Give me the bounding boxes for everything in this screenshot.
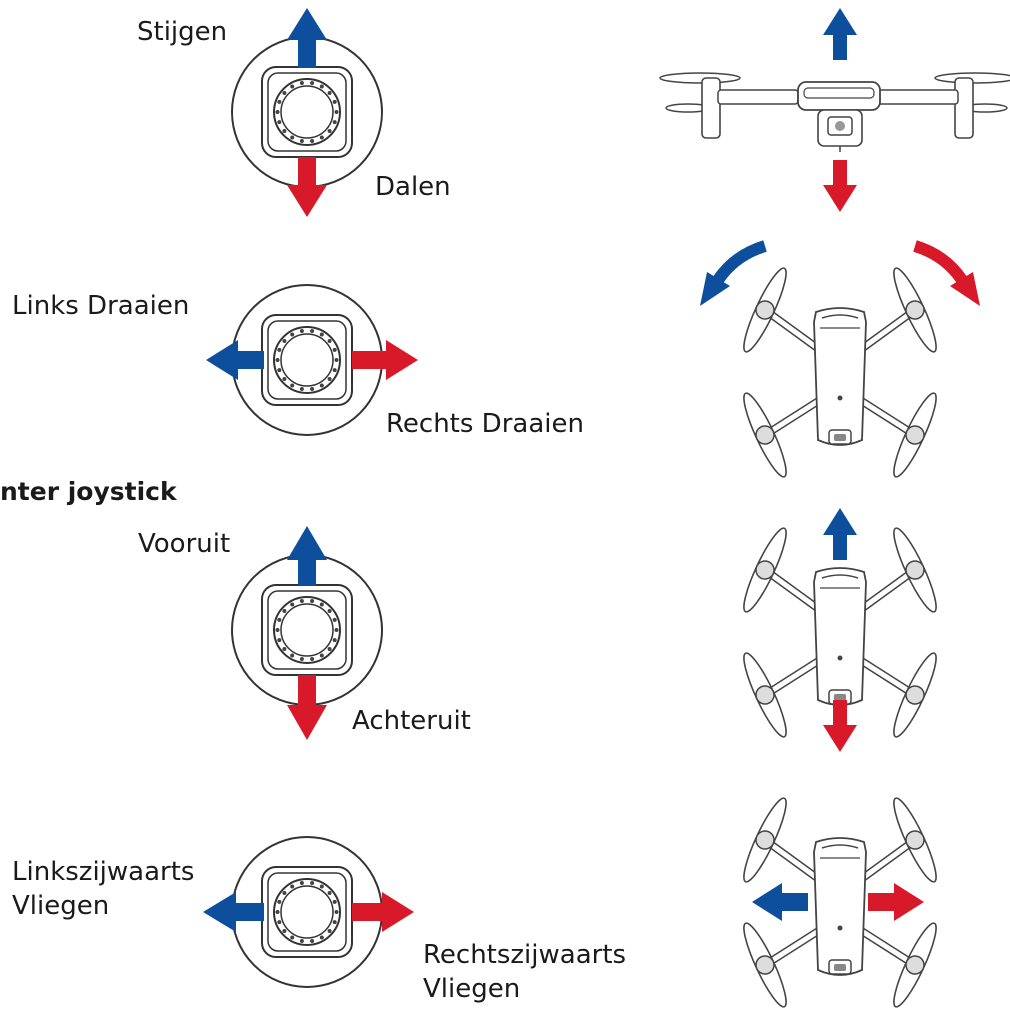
drone-left-arrow-icon xyxy=(752,883,808,921)
drone-backward-arrow-icon xyxy=(823,700,857,752)
drone-top-view-yaw-icon xyxy=(737,265,942,481)
label-stijgen: Stijgen xyxy=(137,17,228,47)
arrow-forward-icon xyxy=(287,526,327,586)
drone-descend-arrow-icon xyxy=(823,160,857,212)
label-vooruit: Vooruit xyxy=(138,529,231,559)
label-links-draaien: Links Draaien xyxy=(12,291,190,321)
drone-forward-arrow-icon xyxy=(823,508,857,560)
label-achteruit: Achteruit xyxy=(352,706,471,736)
arrow-up-icon xyxy=(287,8,327,68)
drone-ascend-arrow-icon xyxy=(823,8,857,60)
rotate-right-arrow-icon xyxy=(913,240,980,306)
label-rechts-draaien: Rechts Draaien xyxy=(386,409,584,439)
label-linkszijwaarts-vliegen: Linkszijwaarts Vliegen xyxy=(12,857,195,921)
drone-right-arrow-icon xyxy=(868,883,924,921)
rotate-left-arrow-icon xyxy=(700,240,767,306)
label-rechtszijwaarts-vliegen: Rechtszijwaarts Vliegen xyxy=(423,940,627,1004)
drone-front-view-icon xyxy=(659,72,1010,152)
arrow-backward-icon xyxy=(287,675,327,740)
arrow-sideways-right-icon xyxy=(352,892,414,932)
arrow-right-icon xyxy=(352,340,418,380)
arrow-left-icon xyxy=(206,340,264,380)
section-heading: nter joystick xyxy=(0,477,177,506)
label-dalen: Dalen xyxy=(375,172,451,202)
arrow-down-icon xyxy=(287,157,327,217)
arrow-sideways-left-icon xyxy=(203,892,264,932)
